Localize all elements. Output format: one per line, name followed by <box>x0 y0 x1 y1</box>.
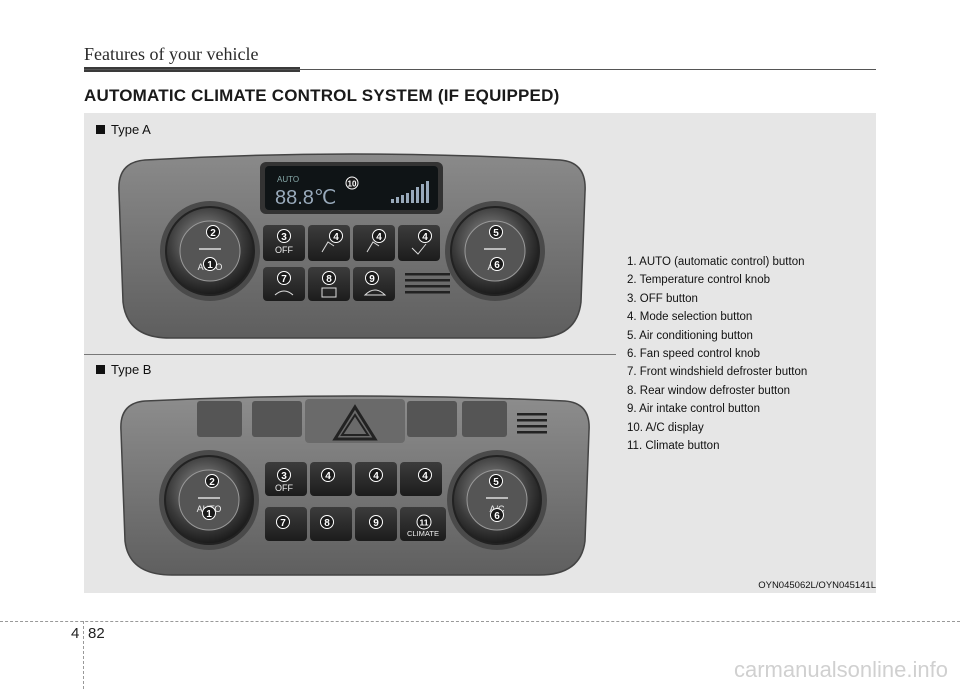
display-auto-text: AUTO <box>277 175 299 184</box>
legend-item: 4. Mode selection button <box>627 311 753 324</box>
vent-grille <box>405 273 450 294</box>
mode-button-face[interactable]: 4 <box>308 225 350 261</box>
callout-6b: 6 <box>494 511 500 522</box>
type-b-air-intake-button[interactable]: 9 <box>355 507 397 541</box>
callout-5: 5 <box>493 228 499 239</box>
callout-9b: 9 <box>373 518 379 529</box>
legend-item: 7. Front windshield defroster button <box>627 366 808 379</box>
type-b-label: Type B <box>96 362 151 377</box>
callout-4f: 4 <box>422 471 428 482</box>
callout-4e: 4 <box>373 471 379 482</box>
header-rule <box>84 69 876 70</box>
watermark: carmanualsonline.info <box>733 657 948 682</box>
mode-face-icon <box>321 241 335 253</box>
callout-2: 2 <box>210 228 216 239</box>
callout-3: 3 <box>281 232 287 243</box>
legend-item: 3. OFF button <box>627 292 698 305</box>
callout-8b: 8 <box>324 518 330 529</box>
temperature-knob[interactable]: AUTO 2 1 <box>160 201 260 301</box>
mode-button-floor[interactable]: 4 <box>353 225 395 261</box>
mode-button-defrost-floor[interactable]: 4 <box>398 225 440 261</box>
svg-text:CLIMATE: CLIMATE <box>407 529 439 538</box>
display-temp-text: 88.8℃ <box>275 187 336 209</box>
type-b-fan-speed-knob[interactable]: A/C 5 6 <box>447 450 547 550</box>
air-intake-button[interactable]: 9 <box>353 267 395 301</box>
callout-1: 1 <box>207 260 213 271</box>
svg-text:OFF: OFF <box>275 245 293 255</box>
driver-seat-heat-button[interactable] <box>252 401 302 437</box>
page-section-number: 4 <box>71 625 80 642</box>
legend-list: 1. AUTO (automatic control) button 2. Te… <box>627 253 807 455</box>
page-number: 82 <box>88 625 105 642</box>
bullet-square-icon <box>96 125 105 134</box>
air-intake-icon <box>363 289 387 296</box>
mode-defrost-floor-icon <box>411 243 427 255</box>
callout-5b: 5 <box>493 477 499 488</box>
callout-8: 8 <box>326 274 332 285</box>
type-b-mode-button-floor[interactable]: 4 <box>355 462 397 496</box>
callout-6: 6 <box>494 260 500 271</box>
fan-speed-knob[interactable]: A/C 5 6 <box>445 201 545 301</box>
type-b-temperature-knob[interactable]: AUTO 2 1 <box>159 450 259 550</box>
callout-4a: 4 <box>333 232 339 243</box>
type-b-front-defroster-button[interactable]: 7 <box>265 507 307 541</box>
section-title: AUTOMATIC CLIMATE CONTROL SYSTEM (IF EQU… <box>84 86 560 105</box>
svg-text:OFF: OFF <box>275 483 293 493</box>
display-fan-bars-icon <box>391 181 429 203</box>
passenger-seat-heat-button[interactable] <box>407 401 457 437</box>
type-b-mode-button-defrost-floor[interactable]: 4 <box>400 462 442 496</box>
footer-rule <box>0 621 960 622</box>
hazard-triangle-icon <box>332 404 378 441</box>
footer-divider <box>83 621 84 689</box>
top-vent-grille <box>517 413 547 434</box>
callout-3b: 3 <box>281 471 287 482</box>
type-b-mode-button-face[interactable]: 4 <box>310 462 352 496</box>
callout-1b: 1 <box>206 509 212 520</box>
legend-item: 10. A/C display <box>627 421 704 434</box>
callout-9: 9 <box>369 274 375 285</box>
legend-item: 9. Air intake control button <box>627 403 760 416</box>
running-header: Features of your vehicle <box>84 44 259 64</box>
hazard-button[interactable] <box>305 399 405 443</box>
callout-2b: 2 <box>209 477 215 488</box>
callout-4d: 4 <box>325 471 331 482</box>
callout-7: 7 <box>281 274 287 285</box>
callout-10: 10 <box>348 180 357 189</box>
type-a-label: Type A <box>96 122 151 137</box>
legend-item: 2. Temperature control knob <box>627 274 770 287</box>
seat-heat-button-icon[interactable] <box>197 401 242 437</box>
type-divider <box>84 354 616 355</box>
rear-defrost-icon <box>321 287 337 298</box>
legend-item: 8. Rear window defroster button <box>627 384 791 397</box>
callout-4b: 4 <box>376 232 382 243</box>
callout-7b: 7 <box>280 518 286 529</box>
legend-item: 6. Fan speed control knob <box>627 348 760 361</box>
legend-item: 5. Air conditioning button <box>627 329 753 342</box>
front-defroster-button[interactable]: 7 <box>263 267 305 301</box>
callout-4c: 4 <box>422 232 428 243</box>
bullet-square-icon <box>96 365 105 374</box>
mode-floor-icon <box>366 241 380 253</box>
image-code: OYN045062L/OYN045141L <box>758 580 876 591</box>
callout-11: 11 <box>420 518 429 528</box>
door-lock-button[interactable] <box>462 401 507 437</box>
rear-defroster-button[interactable]: 8 <box>308 267 350 301</box>
legend-item: 1. AUTO (automatic control) button <box>627 256 805 268</box>
front-defrost-icon <box>274 290 294 296</box>
top-button-row <box>197 399 547 443</box>
off-button[interactable]: OFF 3 <box>263 225 305 261</box>
legend-item: 11. Climate button <box>627 440 720 453</box>
type-b-rear-defroster-button[interactable]: 8 <box>310 507 352 541</box>
